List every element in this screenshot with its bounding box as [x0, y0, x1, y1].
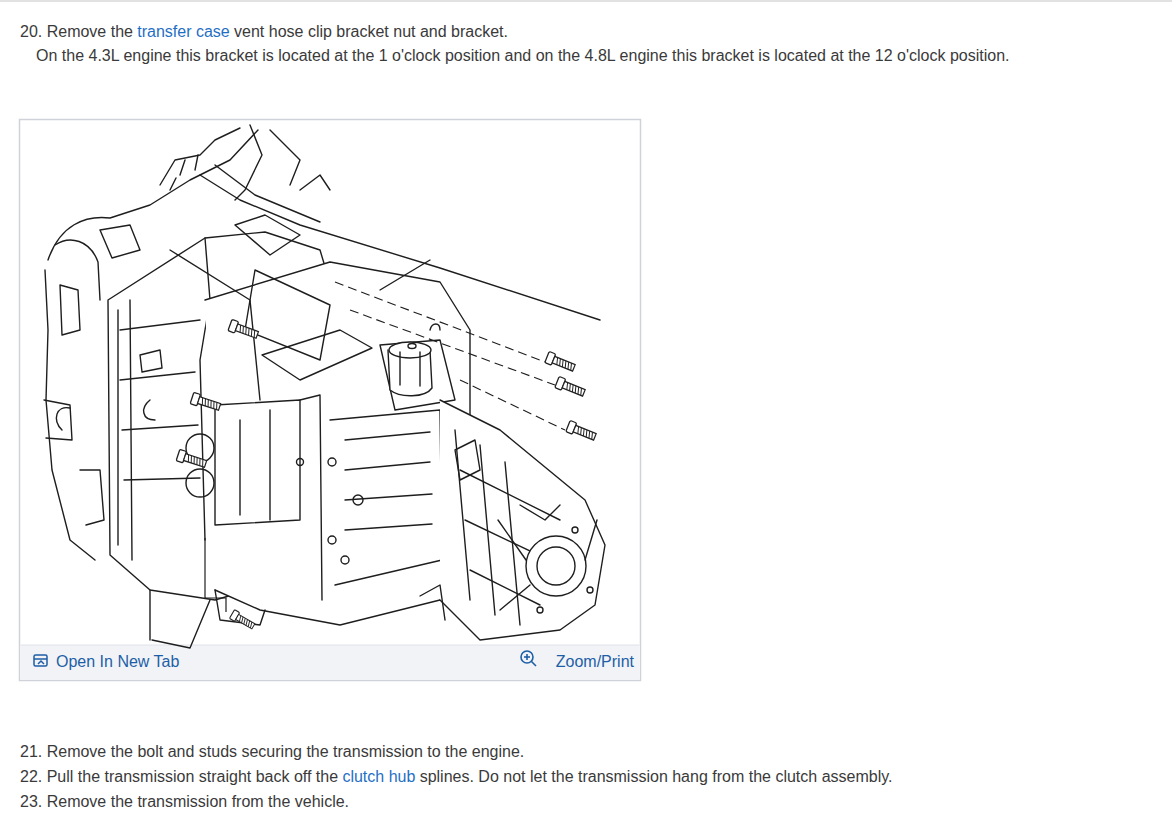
- instruction-text: splines. Do not let the transmission han…: [420, 768, 893, 785]
- zoom-print-link: Zoom/Print: [556, 652, 634, 672]
- open-tab-link: Open In New Tab: [56, 652, 179, 672]
- stud-alignment-lines: [335, 282, 565, 430]
- instruction-line: 22. Pull the transmission straight back …: [20, 767, 892, 787]
- glossary-link: clutch hub: [342, 768, 415, 785]
- instruction-text: 22. Pull the transmission straight back …: [20, 768, 338, 785]
- instruction-line: 21. Remove the bolt and studs securing t…: [20, 742, 524, 762]
- bolt-leader: [205, 538, 226, 612]
- toolbar-rule: [21, 645, 640, 646]
- zoom-icon: [521, 651, 536, 666]
- instruction-line: 20. Remove thetransfer case vent hose cli…: [20, 22, 508, 42]
- instruction-text: On the 4.3L engine this bracket is locat…: [36, 47, 1010, 64]
- instruction-text: 20. Remove the: [20, 23, 133, 40]
- instruction-text: 23. Remove the transmission from the veh…: [20, 793, 349, 810]
- instruction-line: 23. Remove the transmission from the veh…: [20, 792, 349, 812]
- new-tab-icon: [34, 655, 47, 666]
- figure-frame: [20, 120, 641, 681]
- glossary-link: transfer case: [137, 23, 229, 40]
- figure-toolbar: [21, 645, 640, 680]
- studs-and-bolts: [176, 319, 597, 630]
- line-drawing: [44, 125, 605, 648]
- instruction-text: vent hose clip bracket nut and bracket.: [234, 23, 508, 40]
- top-rule: [0, 0, 1172, 2]
- instruction-text: 21. Remove the bolt and studs securing t…: [20, 743, 524, 760]
- instruction-line: On the 4.3L engine this bracket is locat…: [36, 46, 1010, 66]
